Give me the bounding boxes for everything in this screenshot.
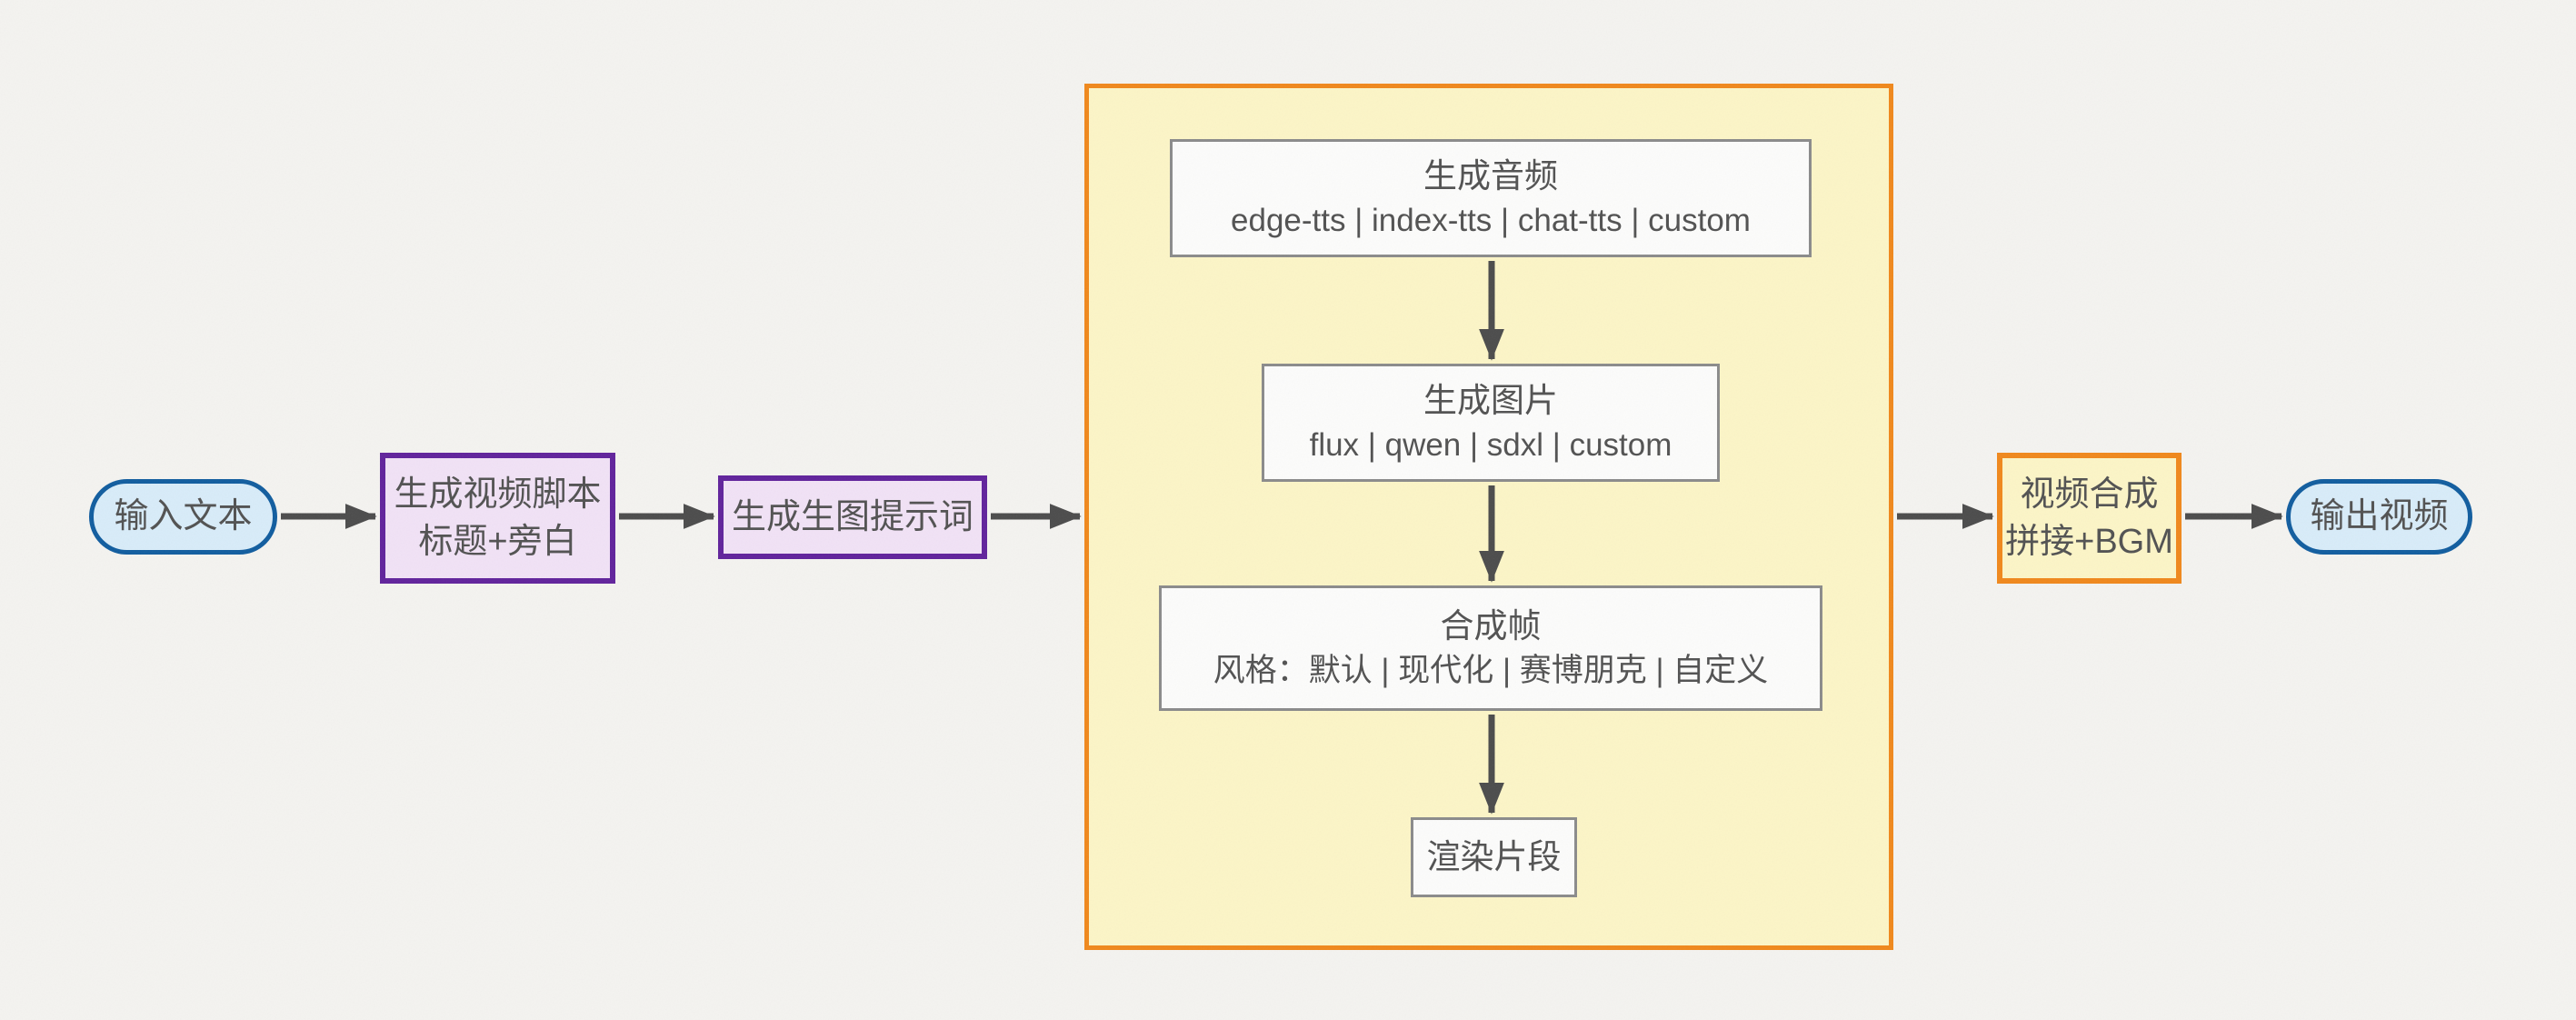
node-render-clip-label: 渲染片段: [1426, 838, 1562, 876]
node-input-text-label: 输入文本: [114, 497, 253, 536]
node-video-compose: 视频合成 拼接+BGM: [1997, 453, 2182, 584]
node-generate-image-line1: 生成图片: [1423, 382, 1558, 420]
node-render-clip: 渲染片段: [1411, 817, 1577, 897]
node-generate-script-line1: 生成视频脚本: [394, 475, 602, 514]
node-output-video-label: 输出视频: [2310, 497, 2449, 536]
node-video-compose-line1: 视频合成: [2020, 475, 2159, 514]
node-compose-frame: 合成帧 风格：默认 | 现代化 | 赛博朋克 | 自定义: [1159, 585, 1822, 711]
node-generate-script-line2: 标题+旁白: [418, 523, 577, 561]
node-generate-image: 生成图片 flux | qwen | sdxl | custom: [1262, 364, 1720, 482]
node-video-compose-line2: 拼接+BGM: [2005, 523, 2173, 561]
node-generate-audio: 生成音频 edge-tts | index-tts | chat-tts | c…: [1170, 139, 1812, 257]
node-generate-script: 生成视频脚本 标题+旁白: [380, 453, 615, 584]
node-generate-image-prompt: 生成生图提示词: [718, 475, 987, 559]
node-compose-frame-line2: 风格：默认 | 现代化 | 赛博朋克 | 自定义: [1213, 653, 1769, 689]
node-compose-frame-line1: 合成帧: [1440, 607, 1542, 645]
node-generate-audio-line1: 生成音频: [1423, 157, 1558, 195]
node-generate-image-line2: flux | qwen | sdxl | custom: [1309, 427, 1672, 464]
node-input-text: 输入文本: [89, 479, 277, 555]
node-output-video: 输出视频: [2286, 479, 2472, 555]
node-generate-image-prompt-label: 生成生图提示词: [731, 497, 973, 536]
node-generate-audio-line2: edge-tts | index-tts | chat-tts | custom: [1231, 203, 1751, 239]
